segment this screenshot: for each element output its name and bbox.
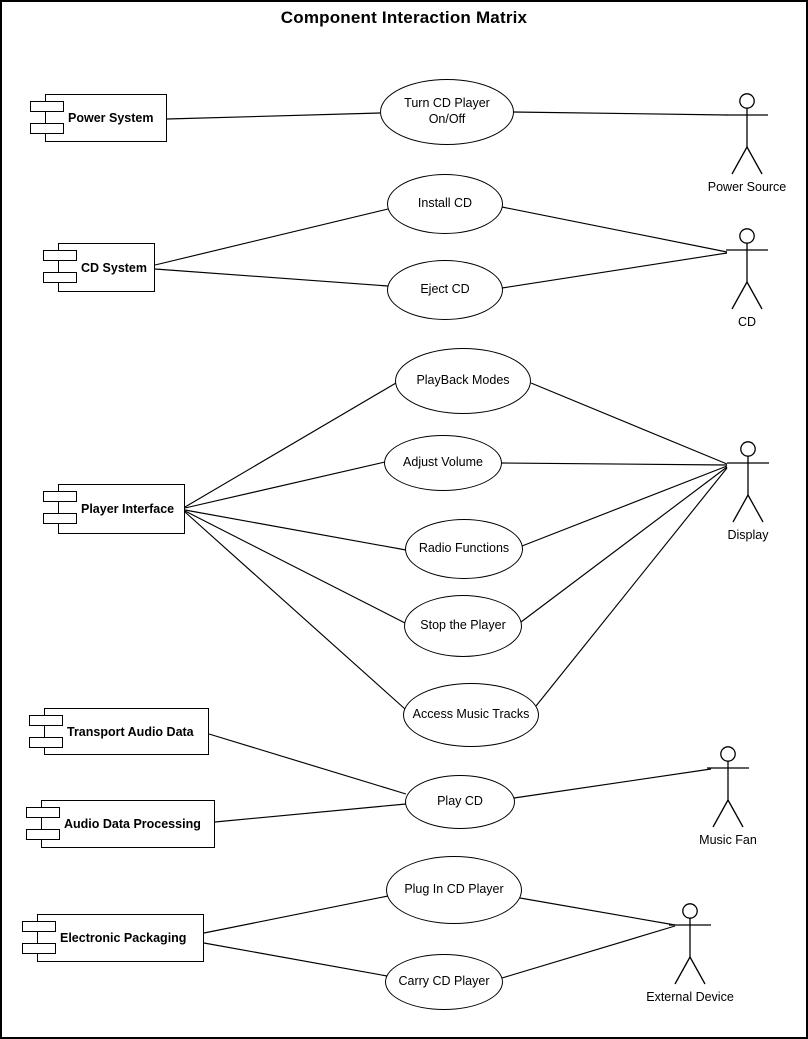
actor-label: Display (727, 528, 769, 542)
use-case-label: Radio Functions (418, 541, 510, 556)
component-electronic-packaging[interactable]: Electronic Packaging (22, 914, 204, 962)
actor-music-fan[interactable]: Music Fan (699, 746, 757, 847)
use-case-stop-the-player[interactable]: Stop the Player (404, 595, 522, 657)
use-case-turn-cd-player-on-off[interactable]: Turn CD Player On/Off (380, 79, 514, 145)
actor-external-device[interactable]: External Device (646, 903, 734, 1004)
stick-figure-icon (707, 746, 749, 828)
component-player-interface[interactable]: Player Interface (43, 484, 185, 534)
use-case-install-cd[interactable]: Install CD (387, 174, 503, 234)
use-case-label: Play CD (437, 794, 483, 809)
component-tab-icon (30, 101, 64, 112)
component-label: Power System (68, 111, 154, 125)
component-cd-system[interactable]: CD System (43, 243, 155, 292)
use-case-label: Install CD (417, 196, 473, 211)
component-label: Transport Audio Data (67, 724, 194, 739)
component-tab-icon (26, 807, 60, 818)
component-label: Electronic Packaging (60, 931, 187, 945)
component-tab-icon (43, 272, 77, 283)
diagram-title: Component Interaction Matrix (280, 8, 528, 27)
component-label: Player Interface (81, 502, 175, 516)
component-transport-audio-data[interactable]: Transport Audio Data (29, 708, 209, 755)
stick-figure-icon (726, 93, 768, 175)
component-audio-data-processing[interactable]: Audio Data Processing (26, 800, 215, 848)
use-case-label: Turn CD Player On/Off (404, 96, 490, 126)
component-tab-icon (29, 715, 63, 726)
actor-label: External Device (646, 990, 734, 1004)
component-tab-icon (22, 943, 56, 954)
actor-cd[interactable]: CD (725, 228, 769, 329)
stick-figure-icon (726, 228, 768, 310)
component-power-system[interactable]: Power System (30, 94, 167, 142)
use-case-label: Access Music Tracks (412, 707, 530, 722)
component-tab-icon (29, 737, 63, 748)
use-case-label: PlayBack Modes (416, 373, 510, 388)
use-case-playback-modes[interactable]: PlayBack Modes (395, 348, 531, 414)
actor-label: Power Source (707, 180, 787, 194)
use-case-access-music-tracks[interactable]: Access Music Tracks (403, 683, 539, 747)
actor-display[interactable]: Display (726, 441, 770, 542)
component-tab-icon (30, 123, 64, 134)
use-case-label: Adjust Volume (403, 455, 483, 470)
component-tab-icon (43, 250, 77, 261)
actor-label: Music Fan (699, 833, 757, 847)
component-label: CD System (81, 260, 147, 275)
use-case-label: Eject CD (420, 282, 470, 297)
use-case-radio-functions[interactable]: Radio Functions (405, 519, 523, 579)
actor-label: CD (737, 315, 757, 329)
component-tab-icon (43, 513, 77, 524)
use-case-play-cd[interactable]: Play CD (405, 775, 515, 829)
component-label: Audio Data Processing (64, 817, 201, 831)
stick-figure-icon (727, 441, 769, 523)
component-tab-icon (22, 921, 56, 932)
use-case-label: Plug In CD Player (404, 882, 504, 897)
use-case-plug-in-cd-player[interactable]: Plug In CD Player (386, 856, 522, 924)
use-case-carry-cd-player[interactable]: Carry CD Player (385, 954, 503, 1010)
component-tab-icon (43, 491, 77, 502)
use-case-eject-cd[interactable]: Eject CD (387, 260, 503, 320)
use-case-adjust-volume[interactable]: Adjust Volume (384, 435, 502, 491)
stick-figure-icon (669, 903, 711, 985)
use-case-label: Carry CD Player (398, 974, 490, 989)
use-case-label: Stop the Player (420, 618, 506, 633)
component-tab-icon (26, 829, 60, 840)
actor-power-source[interactable]: Power Source (708, 93, 786, 194)
